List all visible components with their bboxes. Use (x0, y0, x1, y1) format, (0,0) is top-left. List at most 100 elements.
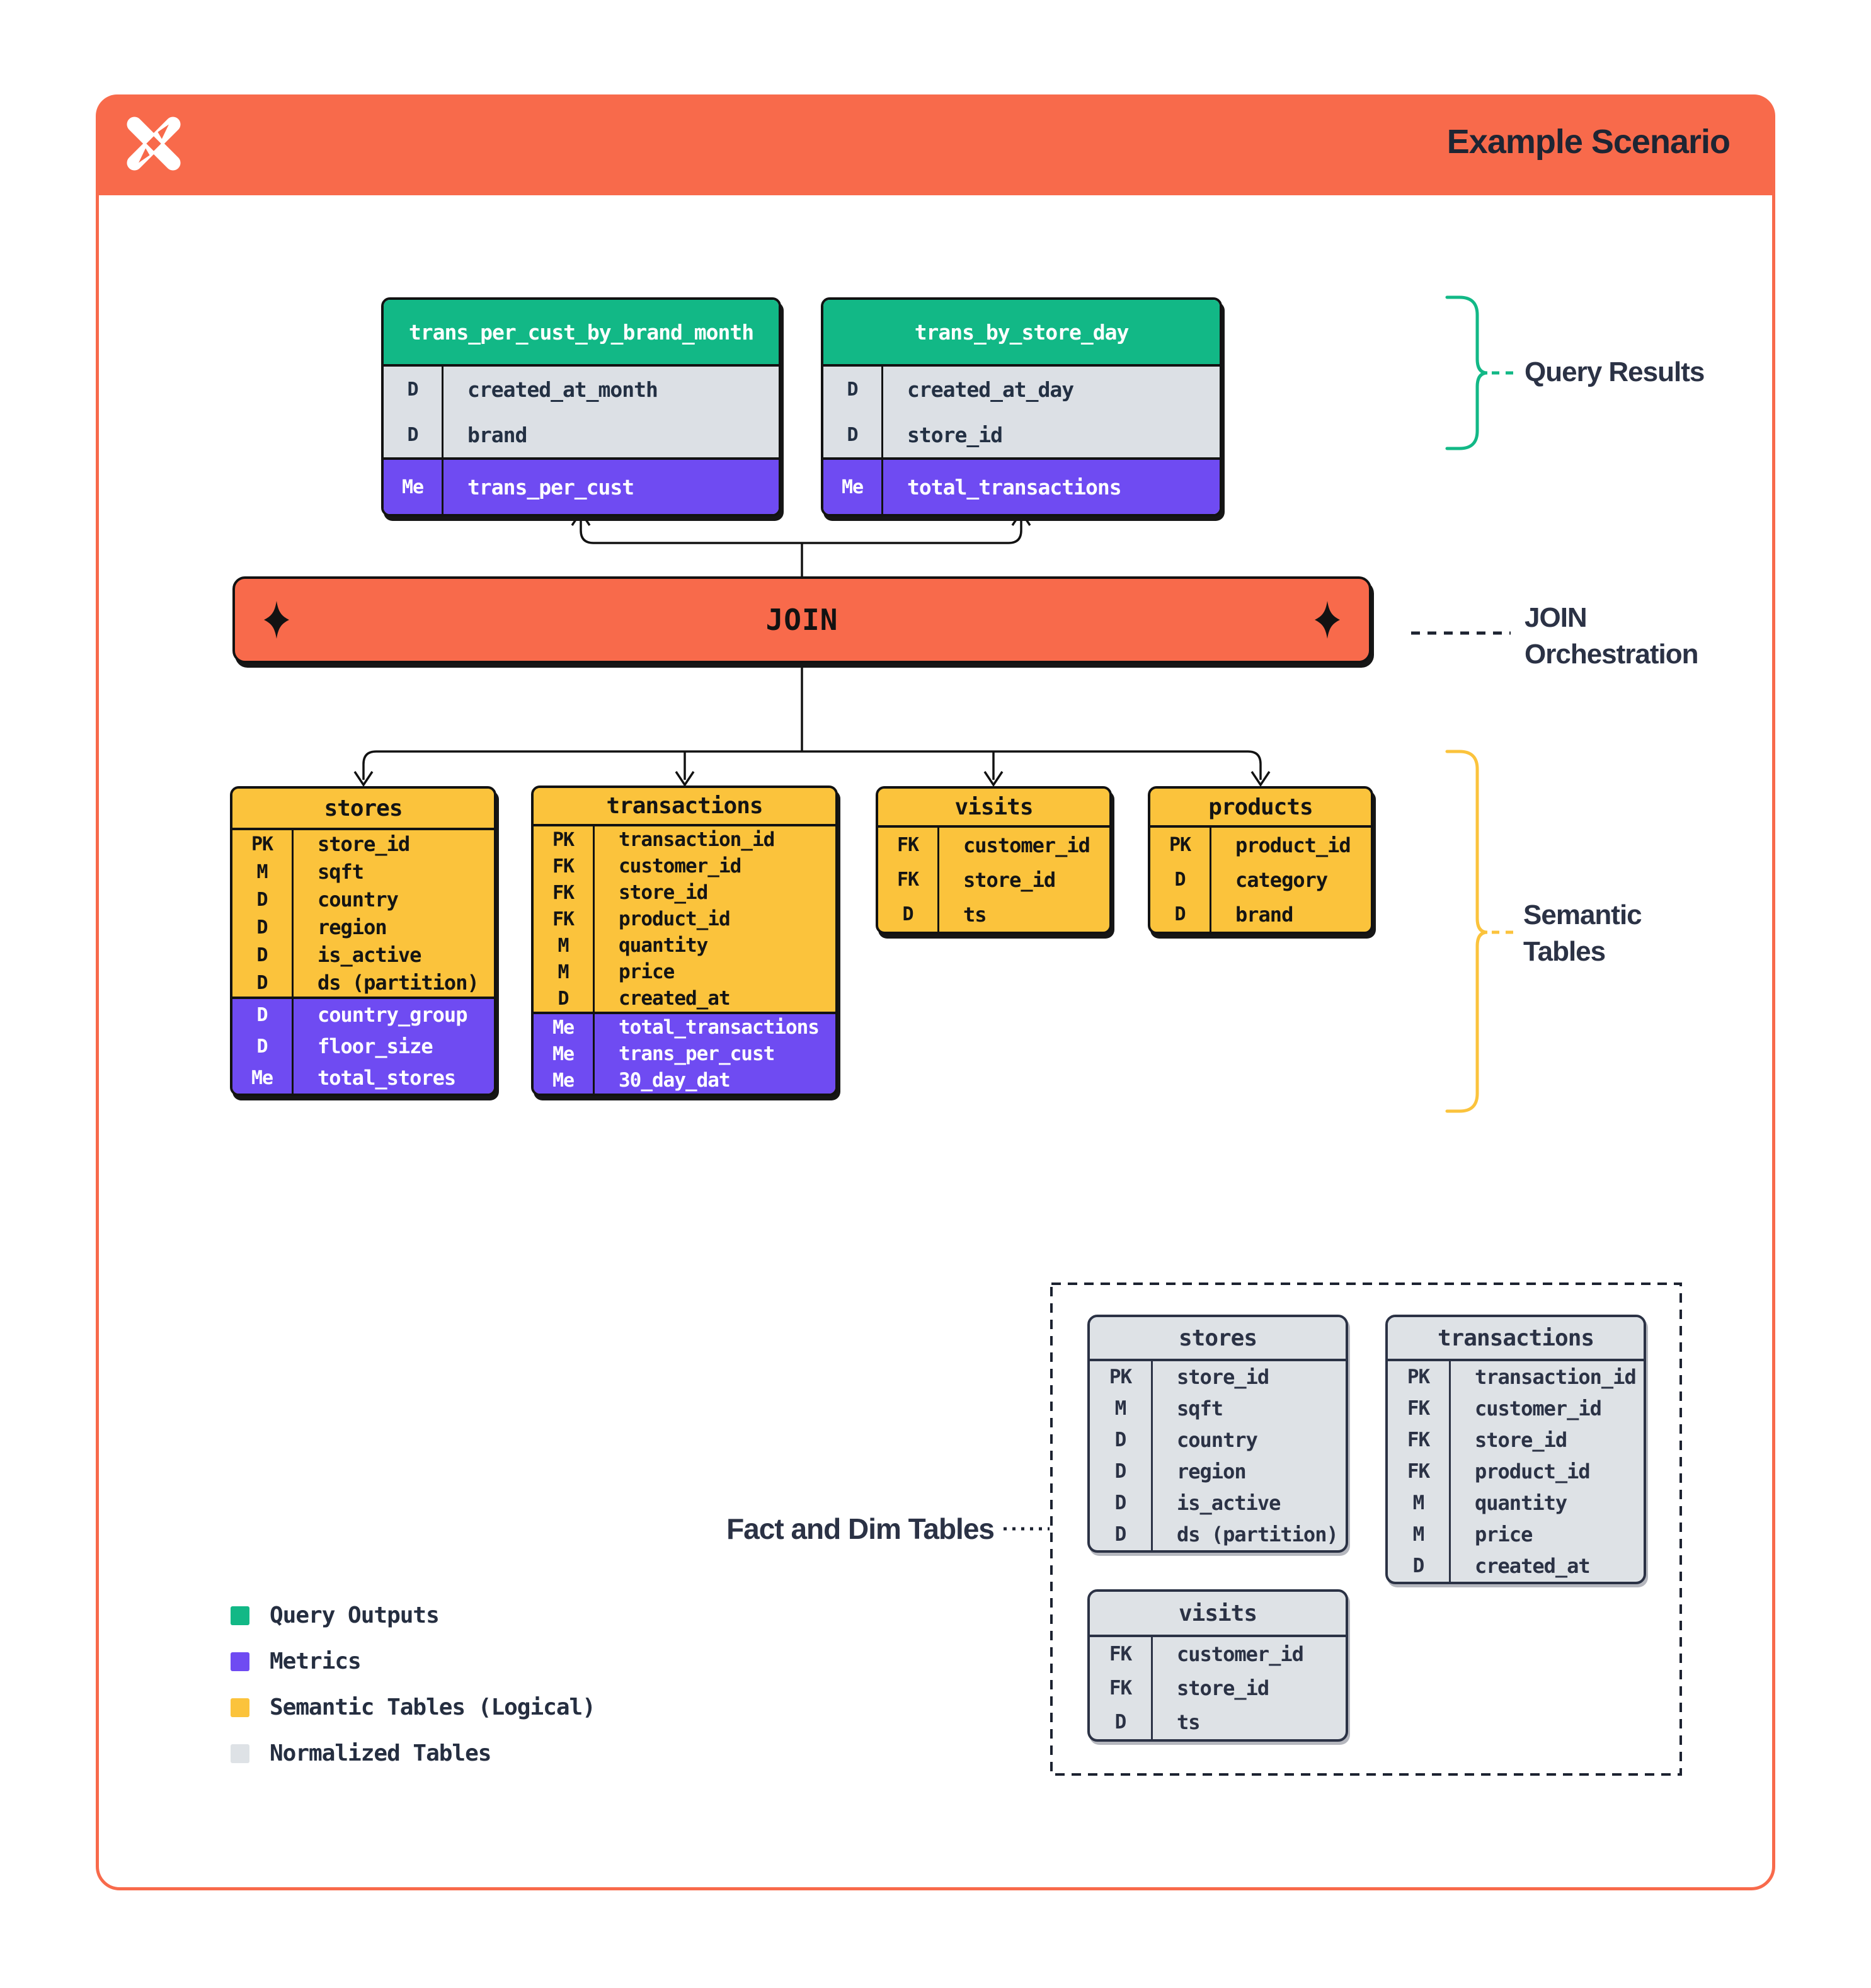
diamond-icon (1315, 601, 1340, 639)
join-label: JOIN (765, 603, 838, 637)
column-name: store_id (963, 867, 1056, 892)
column-key: D (232, 1031, 294, 1062)
column-name: product_id (619, 908, 731, 930)
column-name: total_transactions (907, 474, 1122, 500)
table-title: transactions (534, 788, 835, 824)
column-key: FK (534, 906, 595, 932)
table-row: PK transaction_id (534, 826, 835, 853)
column-key: FK (1090, 1671, 1153, 1705)
column-name: customer_id (1177, 1642, 1304, 1666)
column-name: country_group (318, 1003, 467, 1027)
table-row: FK store_id (878, 862, 1109, 897)
column-name: store_id (1177, 1365, 1269, 1389)
column-key: PK (534, 826, 595, 853)
column-name: country (318, 888, 399, 911)
column-name: created_at (1475, 1554, 1591, 1578)
column-key: Me (232, 1062, 294, 1094)
table-row: Me total_transactions (823, 460, 1220, 514)
column-name: store_id (619, 881, 708, 904)
column-key: M (232, 858, 294, 886)
table-title: trans_per_cust_by_brand_month (384, 300, 779, 364)
column-key: D (534, 985, 595, 1012)
legend-item: Normalized Tables (231, 1730, 595, 1776)
column-key: M (1090, 1393, 1153, 1424)
column-name: ds (partition) (318, 971, 479, 995)
column-name: transaction_id (1475, 1365, 1637, 1389)
label-line: JOIN (1525, 602, 1588, 633)
column-key: D (232, 941, 294, 969)
column-name: transaction_id (619, 828, 775, 851)
legend-label: Metrics (270, 1648, 362, 1674)
page-title: Example Scenario (1446, 123, 1731, 161)
legend-label: Semantic Tables (Logical) (270, 1694, 596, 1720)
table-row: FK customer_id (1090, 1637, 1346, 1671)
column-name: is_active (1177, 1491, 1281, 1515)
table-section-metrics: Me trans_per_cust (384, 457, 779, 514)
column-name: 30_day_dat (619, 1069, 731, 1092)
label-query-results: Query Results (1525, 357, 1705, 387)
column-key: D (1150, 862, 1211, 897)
column-name: customer_id (1475, 1397, 1602, 1420)
table-title: products (1150, 789, 1371, 825)
column-name: ts (1177, 1710, 1201, 1734)
legend-swatch-semantic-tables (231, 1698, 249, 1717)
column-key: FK (534, 853, 595, 879)
column-name: created_at_day (907, 377, 1074, 402)
column-name: total_transactions (619, 1016, 820, 1039)
column-key: FK (878, 862, 939, 897)
column-name: customer_id (963, 833, 1090, 857)
column-name: total_stores (318, 1066, 456, 1090)
column-name: is_active (318, 943, 421, 967)
table-row: Me trans_per_cust (384, 460, 779, 514)
column-key: D (232, 886, 294, 913)
column-key: Me (534, 1014, 595, 1041)
column-name: ts (963, 902, 987, 927)
column-key: Me (384, 460, 443, 514)
column-key: FK (1090, 1637, 1153, 1671)
legend-item: Metrics (231, 1638, 595, 1684)
column-name: price (1475, 1522, 1533, 1546)
column-name: trans_per_cust (467, 474, 634, 500)
column-key: D (1090, 1456, 1153, 1487)
column-key: Me (823, 460, 883, 514)
column-key: FK (878, 828, 939, 862)
column-key: M (1388, 1519, 1451, 1550)
column-name: floor_size (318, 1034, 433, 1058)
legend-item: Semantic Tables (Logical) (231, 1684, 596, 1730)
join-bar: JOIN (232, 576, 1371, 663)
table-title: visits (878, 789, 1109, 825)
